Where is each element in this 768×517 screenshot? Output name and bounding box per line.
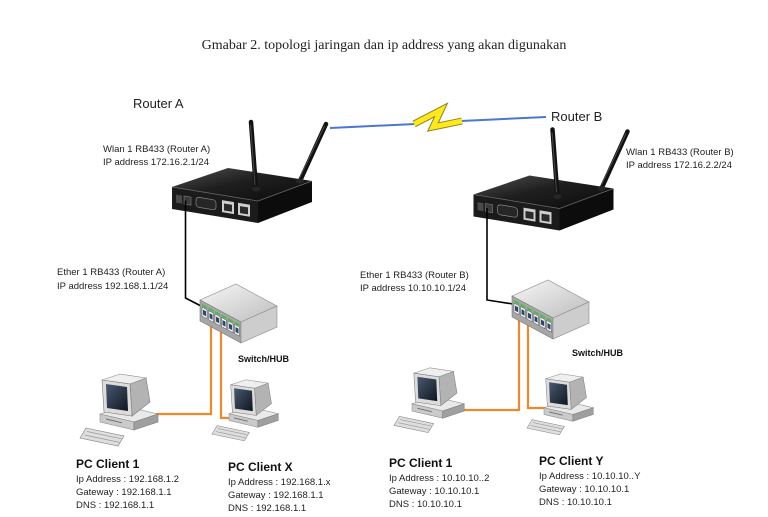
cable-router-a-to-switch xyxy=(184,200,202,307)
router-a-label: Router A xyxy=(133,96,184,111)
router-a-ether-ip: IP address 192.168.1.1/24 xyxy=(57,281,168,292)
pc-client-x-info: PC Client X Ip Address : 192.168.1.x Gat… xyxy=(228,460,331,514)
switch-a-label: Switch/HUB xyxy=(238,354,290,364)
router-a-icon xyxy=(172,122,326,223)
wireless-link-line-left xyxy=(329,123,416,129)
pc-client-1-b-info: PC Client 1 Ip Address : 10.10.10..2 Gat… xyxy=(389,456,489,510)
pc-client-name: PC Client Y xyxy=(539,454,603,468)
pc-client-1-a-icon xyxy=(79,373,159,447)
pc-client-y-info: PC Client Y Ip Address : 10.10.10..Y Gat… xyxy=(539,454,641,508)
cable-switch-b-to-pc-client-1 xyxy=(462,320,521,412)
router-b-label: Router B xyxy=(551,109,602,124)
cable-switch-a-to-pc-client-x xyxy=(219,330,232,420)
pc-client-dns: DNS : 192.168.1.1 xyxy=(228,503,306,514)
router-a-wlan-label: Wlan 1 RB433 (Router A) xyxy=(103,144,210,155)
router-b-wlan-ip: IP address 172.16.2.2/24 xyxy=(626,160,732,171)
pc-client-ip: Ip Address : 10.10.10..Y xyxy=(539,471,641,482)
switch-b-icon xyxy=(511,279,590,340)
pc-client-1-b-icon xyxy=(393,367,465,434)
pc-client-name: PC Client 1 xyxy=(76,457,140,471)
router-a-wlan-ip: IP address 172.16.2.1/24 xyxy=(103,157,209,168)
pc-client-dns: DNS : 10.10.10.1 xyxy=(539,497,612,508)
router-b-ether-label: Ether 1 RB433 (Router B) xyxy=(360,270,469,281)
router-b-wlan-label: Wlan 1 RB433 (Router B) xyxy=(626,147,734,158)
pc-client-ip: Ip Address : 192.168.1.x xyxy=(228,477,331,488)
figure-caption: Gmabar 2. topologi jaringan dan ip addre… xyxy=(202,38,567,53)
pc-client-name: PC Client 1 xyxy=(389,456,453,470)
cable-switch-b-to-pc-client-y xyxy=(526,324,546,410)
router-b-icon xyxy=(474,130,628,231)
cable-switch-a-to-pc-client-1 xyxy=(156,325,213,416)
pc-client-ip: Ip Address : 10.10.10..2 xyxy=(389,473,489,484)
pc-client-ip: Ip Address : 192.168.1.2 xyxy=(76,474,179,485)
pc-client-dns: DNS : 10.10.10.1 xyxy=(389,499,462,510)
wireless-link xyxy=(329,102,547,132)
pc-client-gateway: Gateway : 192.168.1.1 xyxy=(228,490,324,501)
router-b-ether-ip: IP address 10.10.10.1/24 xyxy=(360,283,466,294)
pc-client-y-icon xyxy=(526,373,594,436)
switch-b-label: Switch/HUB xyxy=(572,348,624,358)
cable-router-b-to-switch xyxy=(486,208,514,305)
wireless-link-line-right xyxy=(460,116,547,122)
pc-client-gateway: Gateway : 192.168.1.1 xyxy=(76,487,172,498)
pc-client-dns: DNS : 192.168.1.1 xyxy=(76,500,154,511)
pc-client-gateway: Gateway : 10.10.10.1 xyxy=(389,486,479,497)
pc-client-1-a-info: PC Client 1 Ip Address : 192.168.1.2 Gat… xyxy=(76,457,179,511)
lightning-bolt-icon xyxy=(412,104,463,131)
pc-client-name: PC Client X xyxy=(228,460,293,474)
pc-client-gateway: Gateway : 10.10.10.1 xyxy=(539,484,629,495)
router-a-ether-label: Ether 1 RB433 (Router A) xyxy=(57,267,165,278)
